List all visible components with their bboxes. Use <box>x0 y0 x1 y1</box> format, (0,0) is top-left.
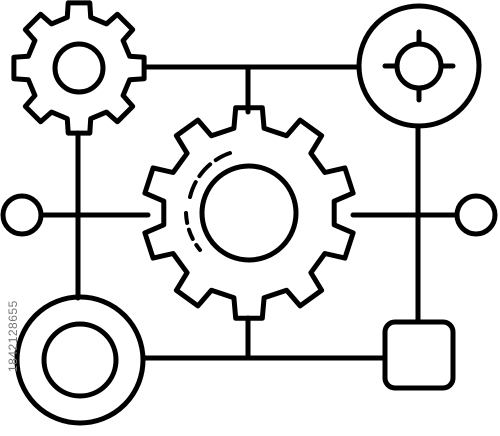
small-gear-icon <box>11 0 147 136</box>
square-node-icon <box>382 319 456 391</box>
large-gear-icon <box>142 105 356 321</box>
gear-inner-arc <box>188 151 232 199</box>
ring-node-icon <box>14 294 146 426</box>
gear-inner-arc-lower <box>184 211 202 252</box>
right-node-icon <box>454 193 498 237</box>
left-node-icon <box>0 193 44 237</box>
stock-id-watermark: 1842128655 <box>6 300 20 372</box>
target-node-icon <box>356 3 482 129</box>
